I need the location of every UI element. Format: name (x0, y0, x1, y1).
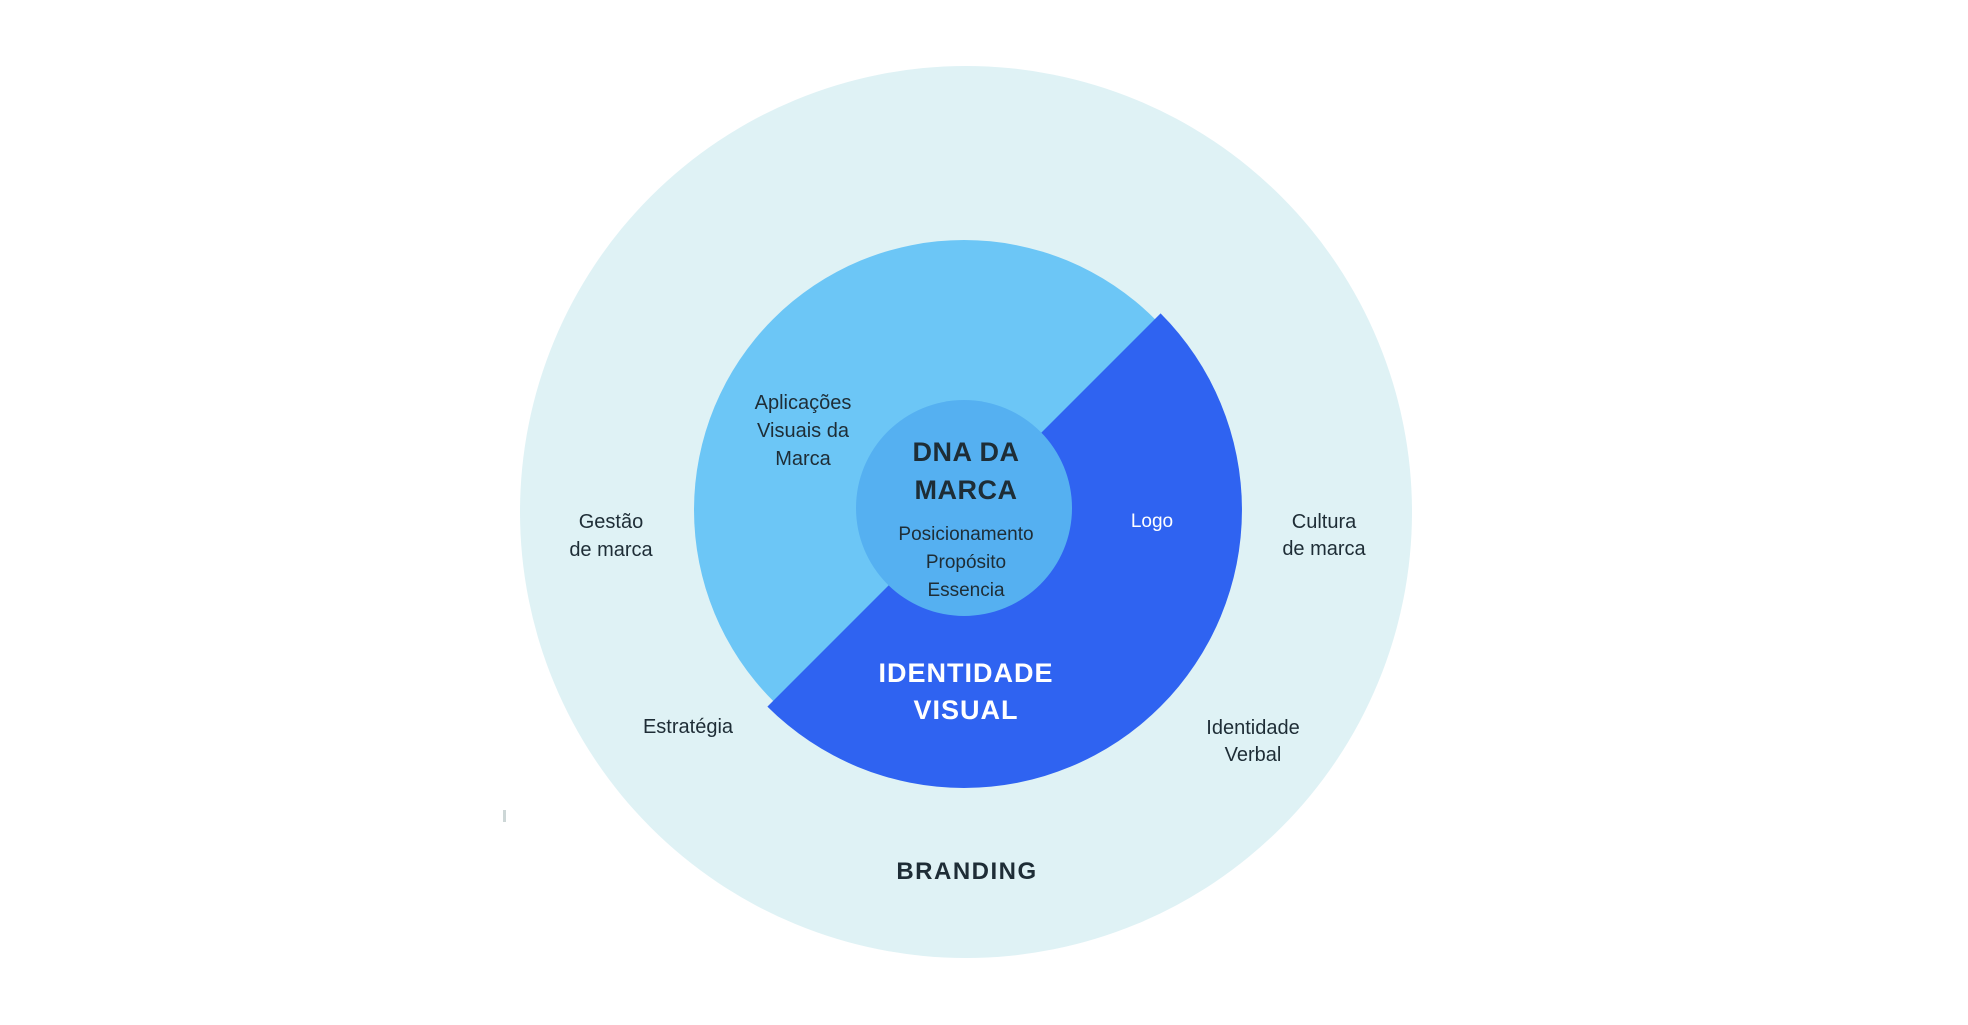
branding-title: BRANDING (896, 858, 1038, 885)
dna-title: DNA DA MARCA (913, 433, 1020, 509)
applications-label-line1: Aplicações (754, 392, 852, 414)
visual-identity-label: IDENTIDADE VISUAL (878, 655, 1053, 729)
applications-label-line2: Visuais da (757, 420, 849, 442)
applications-label-line3: Marca (775, 448, 831, 470)
strategy-label: Estratégia (642, 716, 734, 738)
dna-item-essence: Essencia (927, 580, 1005, 601)
brand-management-line1: Gestão (578, 511, 644, 533)
verbal-identity-line1: Identidade (1206, 717, 1300, 739)
verbal-identity-line2: Verbal (1224, 744, 1282, 766)
dna-item-positioning: Posicionamento (898, 524, 1034, 545)
brand-management-label: Gestão de marca (569, 508, 652, 564)
visual-identity-line2: VISUAL (913, 695, 1019, 725)
dna-items-list: Posicionamento Propósito Essencia (898, 521, 1033, 605)
inner-dna-circle (856, 400, 1072, 616)
brand-culture-line1: Cultura (1291, 511, 1357, 533)
dna-item-purpose: Propósito (925, 552, 1007, 573)
applications-label: Aplicações Visuais da Marca (755, 389, 852, 473)
stray-tick-mark (503, 810, 506, 822)
visual-identity-line1: IDENTIDADE (878, 658, 1054, 688)
dna-title-line1: DNA DA (912, 437, 1020, 467)
dna-title-line2: MARCA (914, 475, 1018, 505)
verbal-identity-label: Identidade Verbal (1206, 715, 1299, 769)
brand-culture-line2: de marca (1282, 538, 1366, 560)
logo-label: Logo (1130, 511, 1174, 532)
brand-culture-label: Cultura de marca (1282, 509, 1365, 563)
brand-management-line2: de marca (569, 539, 653, 561)
